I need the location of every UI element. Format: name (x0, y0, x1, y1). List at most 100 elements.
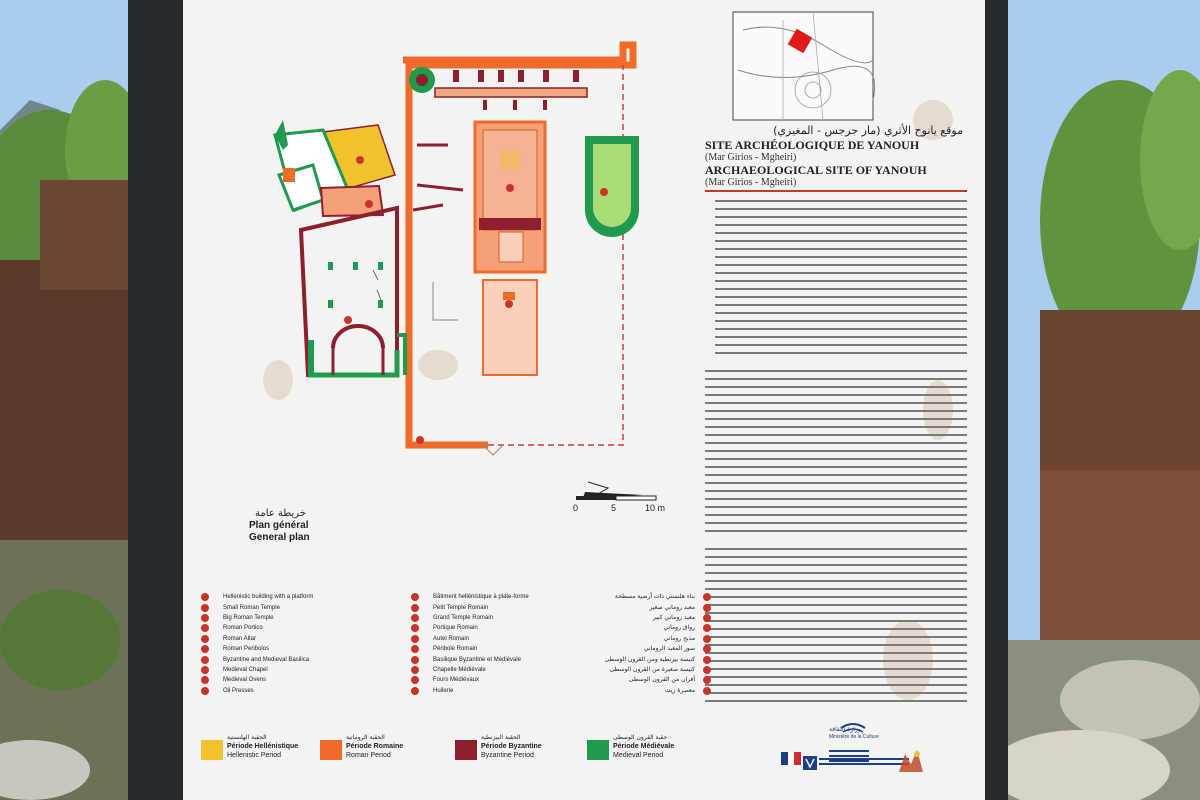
byzantine-basilica (298, 205, 407, 378)
period-label-english: Byzantine Period (481, 752, 534, 759)
legend-text: Huilerie (433, 687, 454, 694)
legend-item: كنيسة بيزنطية ومن القرون الوسطى (589, 654, 711, 664)
legend-marker (201, 634, 209, 643)
subtitle-french: (Mar Girios - Mgheiri) (705, 152, 797, 163)
title-arabic: موقع يانوح الأثري (مار جرجس - المغيري) (773, 124, 963, 137)
stain (913, 100, 953, 140)
legend-item: Roman Altar (201, 634, 313, 644)
legend-item: Chapelle Médiévale (411, 665, 529, 675)
legend-text: كنيسة صغيرة من القرون الوسطى (609, 665, 695, 673)
legend-text: Péribole Romain (433, 646, 478, 653)
legend-text: Medieval Ovens (223, 677, 267, 684)
legend-text: رواق روماني (663, 624, 695, 632)
title-french: SITE ARCHÉOLOGIQUE DE YANOUH (705, 138, 920, 152)
legend-marker (703, 593, 711, 602)
legend-text: Bâtiment hellénistique à plate-forme (433, 594, 529, 601)
legend-item: Petit Temple Romain (411, 602, 529, 612)
scale-label-five: 5 (611, 503, 617, 513)
antiquities-directorate-text-illegible (829, 750, 869, 765)
legend-marker (201, 603, 209, 612)
oil-press (416, 436, 424, 444)
legend-item: Roman Peribolos (201, 644, 313, 654)
period-label-english: Medieval Period (613, 752, 664, 759)
legend-text: Petit Temple Romain (433, 604, 489, 611)
legend-item: Péribole Romain (411, 644, 529, 654)
stain (418, 350, 458, 380)
big-roman-temple (473, 120, 547, 376)
scale-bar (576, 495, 657, 501)
legend-item: سور المعبد الروماني (589, 644, 711, 654)
description-english-illegible (705, 548, 967, 708)
legend-item: Basilique Byzantine et Médiévale (411, 654, 529, 664)
period-label-english: Roman Period (346, 752, 391, 759)
legend-item: بناء هلنستي ذات أرضية مسطحة (589, 592, 711, 602)
university-name-illegible (819, 758, 909, 768)
legend-item: Huilerie (411, 686, 529, 696)
scale-label-zero: 0 (573, 503, 579, 513)
legend-text: Roman Portico (223, 625, 263, 632)
legend-marker (201, 613, 209, 622)
description-french-illegible (705, 370, 967, 538)
period-label-french: Période Hellénistique (227, 743, 299, 750)
legend-item: Autel Romain (411, 634, 529, 644)
misc-walls (372, 143, 504, 456)
legend-marker (703, 655, 711, 664)
scale-label-ten: 10 m (645, 503, 666, 513)
roman-altar (503, 292, 515, 308)
plan-label-arabic: خريطة عامة (255, 508, 306, 519)
subtitle-english: (Mar Girios - Mgheiri) (705, 177, 797, 188)
legend-arabic: بناء هلنستي ذات أرضية مسطحة معبد روماني … (589, 592, 711, 696)
legend-text: أفران من القرون الوسطى (628, 676, 695, 684)
medieval-chapel (585, 136, 639, 237)
legend-text: Roman Peribolos (223, 646, 270, 653)
period-label-arabic: الحقبة الهلنستية (227, 734, 267, 741)
legend-item: Hellenistic building with a platform (201, 592, 313, 602)
legend-marker (201, 645, 209, 654)
ministry-name-french: Ministère de la Culture (829, 734, 880, 740)
legend-text: كنيسة بيزنطية ومن القرون الوسطى (604, 655, 695, 663)
period-label-french: Période Romaine (346, 743, 404, 750)
legend-item: Big Roman Temple (201, 613, 313, 623)
ministry-name-arabic: وزارة الثقافة (829, 726, 861, 733)
period-label-arabic: حقبة القرون الوسطى (613, 734, 668, 741)
french-flag-icon (781, 752, 801, 765)
legend-marker (411, 676, 419, 685)
legend-text: بناء هلنستي ذات أرضية مسطحة (614, 593, 695, 601)
legend-item: Fours Médiévaux (411, 675, 529, 685)
legend: Hellenistic building with a platform Sma… (195, 592, 715, 710)
stain (263, 360, 293, 400)
legend-text: مذبح روماني (663, 634, 695, 642)
legend-marker (411, 624, 419, 633)
legend-marker (411, 655, 419, 664)
legend-marker (703, 634, 711, 643)
legend-item: Small Roman Temple (201, 602, 313, 612)
period-label-english: Hellenistic Period (227, 752, 282, 759)
period-label-french: Période Médiévale (613, 743, 675, 750)
roman-portico (434, 70, 588, 110)
period-swatch (320, 740, 342, 760)
legend-marker (703, 603, 711, 612)
legend-text: معصرة زيت (664, 686, 695, 694)
legend-item: Oil Presses (201, 686, 313, 696)
legend-item: معبد روماني كبير (589, 613, 711, 623)
legend-marker (703, 624, 711, 633)
medieval-oven (409, 67, 435, 93)
legend-marker (703, 665, 711, 674)
legend-french: Bâtiment hellénistique à plate-forme Pet… (411, 592, 529, 696)
legend-item: مذبح روماني (589, 634, 711, 644)
legend-text: Autel Romain (433, 635, 470, 642)
legend-item: أفران من القرون الوسطى (589, 675, 711, 685)
legend-marker (411, 645, 419, 654)
legend-english: Hellenistic building with a platform Sma… (201, 592, 313, 696)
locator-inset (732, 11, 876, 121)
legend-marker (703, 645, 711, 654)
title-english: ARCHAEOLOGICAL SITE OF YANOUH (705, 163, 927, 177)
ministry-logo-icon (840, 723, 866, 733)
legend-marker (201, 624, 209, 633)
legend-item: Grand Temple Romain (411, 613, 529, 623)
legend-marker (703, 676, 711, 685)
legend-text: معبد روماني كبير (652, 613, 695, 621)
period-label-arabic: الحقبة البيزنطية (481, 734, 521, 741)
legend-marker (201, 686, 209, 695)
legend-marker (201, 665, 209, 674)
